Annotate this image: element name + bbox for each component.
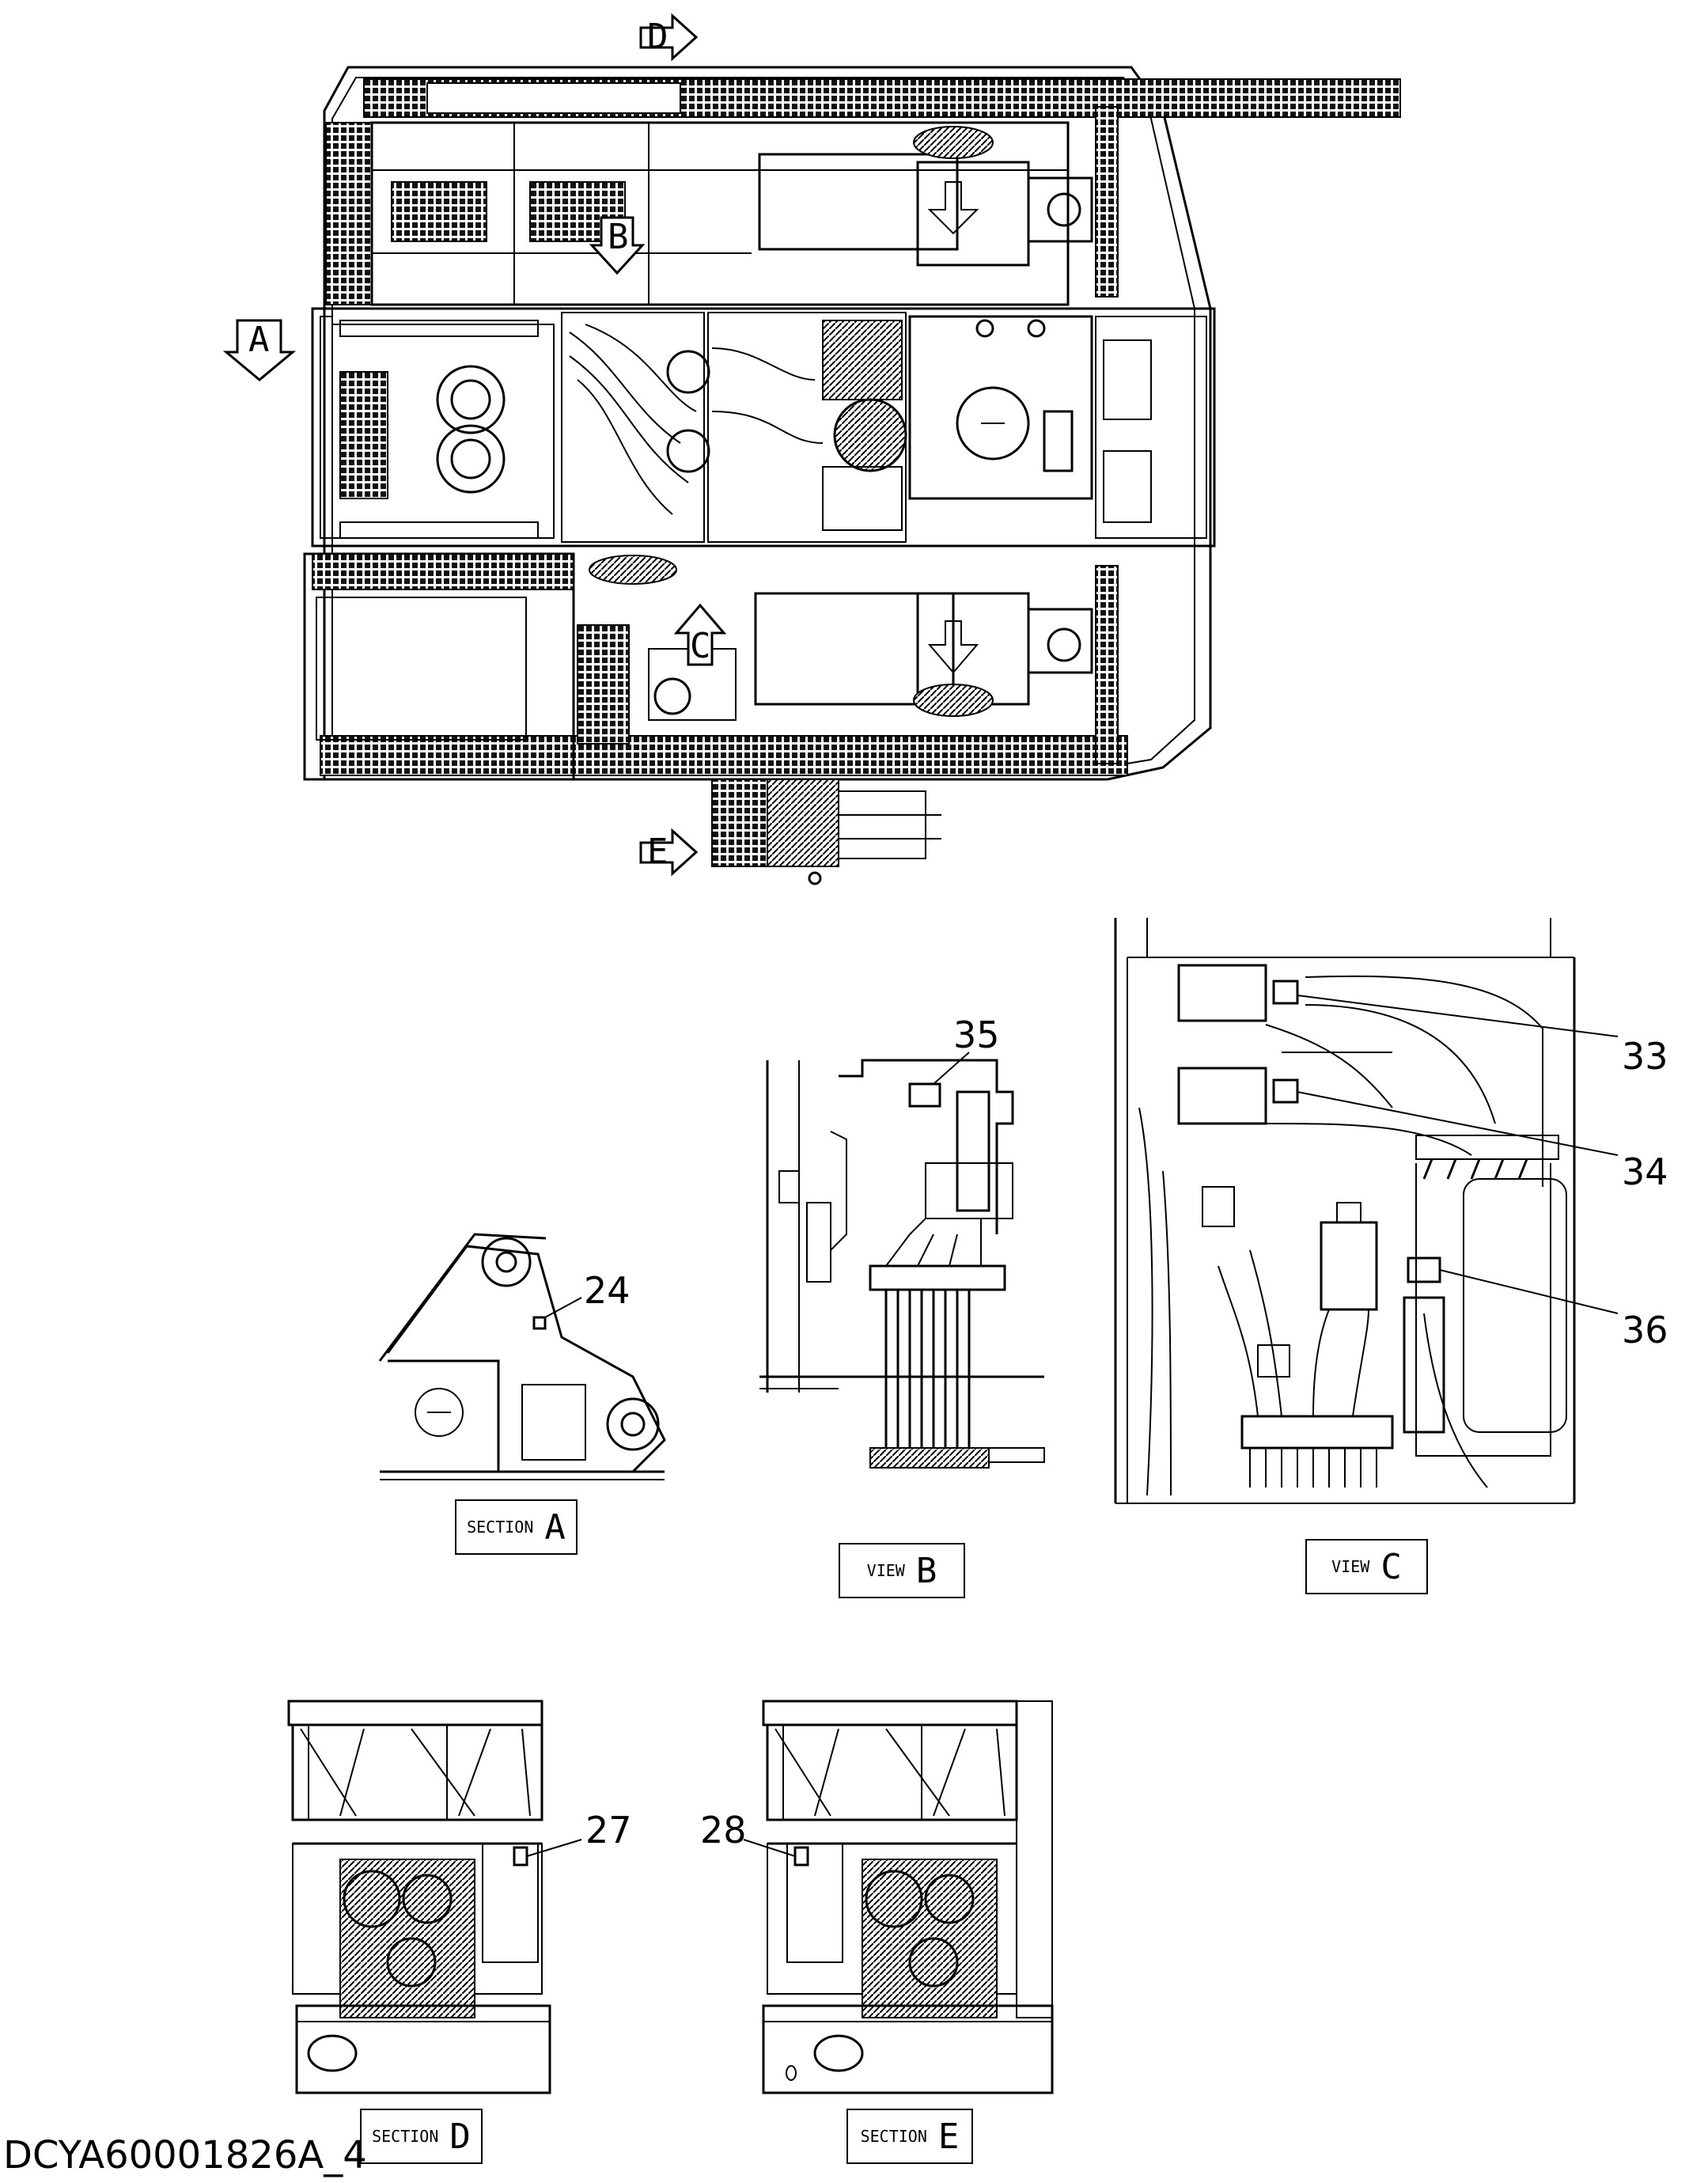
caption-letter: D bbox=[449, 2116, 471, 2157]
callout-35: 35 bbox=[953, 1014, 1000, 1056]
caption-view-c: VIEW C bbox=[1305, 1539, 1428, 1594]
caption-section-d: SECTION D bbox=[360, 2109, 483, 2164]
plan-view bbox=[303, 66, 1401, 885]
callout-33: 33 bbox=[1622, 1035, 1668, 1078]
callout-34: 34 bbox=[1622, 1150, 1668, 1193]
callout-36: 36 bbox=[1622, 1309, 1668, 1351]
item-34-marker bbox=[1272, 1078, 1299, 1104]
item-27-marker bbox=[513, 1846, 528, 1867]
arrow-d-shape bbox=[639, 13, 699, 62]
caption-word: SECTION bbox=[372, 2127, 439, 2146]
caption-view-b: VIEW B bbox=[839, 1543, 965, 1598]
view-b-drawing bbox=[759, 1052, 1045, 1469]
section-d-drawing bbox=[287, 1700, 582, 2094]
section-a-drawing bbox=[378, 1233, 666, 1480]
caption-word: SECTION bbox=[467, 1518, 534, 1537]
arrow-d-label: D bbox=[647, 17, 668, 57]
caption-word: VIEW bbox=[866, 1561, 905, 1580]
arrow-a-shape bbox=[222, 319, 297, 381]
arrow-e-shape bbox=[639, 828, 699, 877]
view-c-drawing bbox=[1114, 918, 1619, 1504]
caption-letter: B bbox=[915, 1550, 937, 1591]
arrow-b-label: B bbox=[608, 217, 629, 257]
caption-letter: C bbox=[1380, 1546, 1402, 1587]
view-arrows bbox=[222, 13, 727, 877]
item-24-marker bbox=[532, 1316, 547, 1330]
item-33-marker bbox=[1272, 980, 1299, 1005]
item-35-marker bbox=[908, 1082, 941, 1108]
caption-letter: E bbox=[937, 2116, 960, 2157]
item-36-marker bbox=[1407, 1256, 1441, 1283]
arrow-e-label: E bbox=[647, 832, 668, 872]
arrow-b-shape bbox=[589, 216, 646, 275]
section-e-drawing bbox=[743, 1700, 1054, 2094]
item-28-marker bbox=[793, 1846, 809, 1867]
caption-word: VIEW bbox=[1331, 1557, 1370, 1576]
drawing-id: DCYA60001826A_4 bbox=[3, 2133, 367, 2177]
callout-24: 24 bbox=[584, 1269, 631, 1312]
callout-27: 27 bbox=[585, 1809, 632, 1851]
caption-section-e: SECTION E bbox=[846, 2109, 973, 2164]
caption-word: SECTION bbox=[860, 2127, 927, 2146]
callout-28: 28 bbox=[700, 1809, 747, 1851]
caption-section-a: SECTION A bbox=[455, 1499, 578, 1555]
arrow-a-label: A bbox=[248, 320, 270, 360]
arrow-c-shape bbox=[673, 603, 727, 666]
arrow-c-label: C bbox=[690, 626, 711, 666]
caption-letter: A bbox=[544, 1506, 566, 1548]
